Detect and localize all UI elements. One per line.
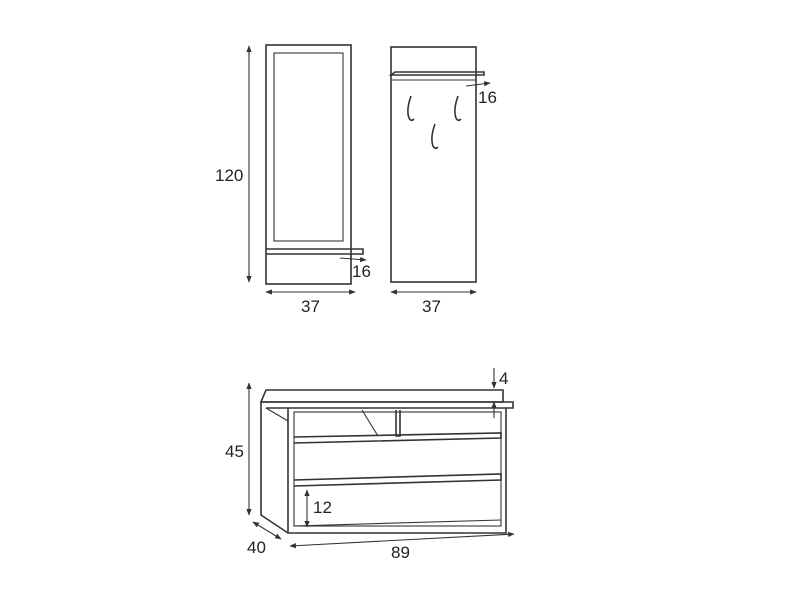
bench-body [260, 402, 507, 534]
bench-shelf-1 [293, 432, 502, 444]
mirror-shelf [266, 248, 364, 255]
coat-shelf-line [465, 81, 491, 87]
coat-width-dimension: 37 [390, 289, 477, 316]
bench-seat-top [259, 389, 504, 403]
bench-height-dimension: 45 [225, 382, 252, 516]
bench-width-label: 89 [391, 543, 410, 562]
mirror-glass [273, 52, 344, 242]
mirror-width-label: 37 [301, 297, 320, 316]
mirror-height-label: 120 [215, 166, 243, 185]
coat-shelf-label: 16 [478, 88, 497, 107]
shoe-bench [259, 389, 514, 534]
mirror-shelf-dimension: 16 [339, 256, 371, 281]
bench-side-top-edge [265, 407, 289, 422]
coat-shelf-dimension: 16 [465, 81, 497, 107]
bench-top-thickness-dimension: 4 [491, 368, 508, 418]
bench-shelf-spacing-dimension: 12 [304, 489, 332, 528]
coat-hook-left [407, 95, 415, 122]
coat-panel [388, 46, 485, 283]
mirror-panel-board [265, 44, 352, 285]
mirror-shelf-label: 16 [352, 262, 371, 281]
mirror-panel [265, 44, 364, 285]
bench-top-board [261, 401, 514, 409]
bench-width-line [289, 531, 515, 549]
coat-shelf [388, 71, 485, 76]
coat-hook-right [454, 95, 462, 122]
bench-shelf-2 [293, 473, 502, 487]
bench-width-dimension: 89 [289, 531, 515, 562]
mirror-height-dimension: 120 [215, 45, 252, 283]
mirror-width-dimension: 37 [265, 289, 356, 316]
coat-hook-center [431, 123, 439, 150]
bench-depth-dimension: 40 [247, 521, 282, 557]
bench-shelf-spacing-label: 12 [313, 498, 332, 517]
coat-width-label: 37 [422, 297, 441, 316]
bench-top-thickness-label: 4 [499, 369, 508, 388]
bench-divider-shadow [361, 409, 379, 437]
bench-depth-label: 40 [247, 538, 266, 557]
bench-opening [293, 411, 502, 527]
mirror-shelf-line [339, 256, 367, 263]
coat-panel-board [390, 46, 477, 283]
bench-depth-line [252, 521, 282, 540]
bench-bottom-shelf [293, 519, 502, 527]
bench-divider [395, 410, 401, 437]
bench-height-label: 45 [225, 442, 244, 461]
